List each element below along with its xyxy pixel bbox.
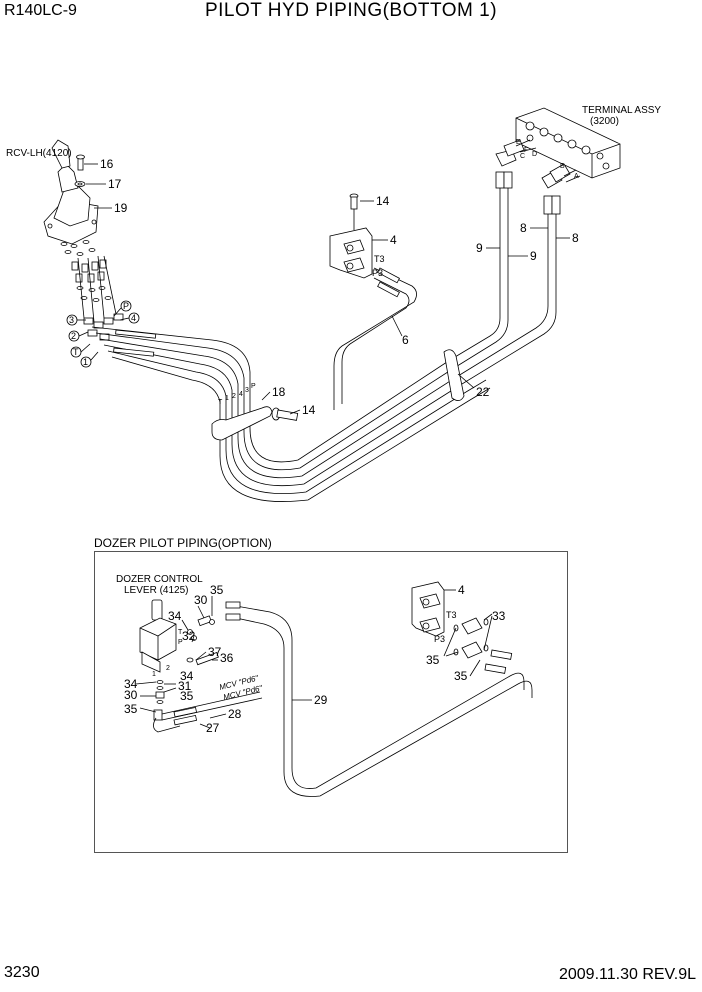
dozer-lever-fittings <box>153 615 219 721</box>
callout: 35 <box>180 689 194 703</box>
callout: 35 <box>210 583 224 597</box>
callout: 35 <box>124 702 138 716</box>
callout: 29 <box>314 693 328 707</box>
callout: 36 <box>220 651 234 665</box>
pipe-tag: T <box>218 399 223 406</box>
callout: 37 <box>208 645 222 659</box>
callout: 34 <box>124 677 138 691</box>
bracket-4 <box>329 227 373 279</box>
callout: 9 <box>530 249 537 263</box>
rcv-joystick <box>43 139 99 245</box>
washer-17-hole <box>77 182 83 186</box>
terminal-label: TERMINAL ASSY <box>582 105 661 116</box>
port-letter: C <box>520 153 525 160</box>
callout: 4 <box>458 583 465 597</box>
callout: 34 <box>168 609 182 623</box>
model-number: R140LC-9 <box>4 2 77 19</box>
callout: 35 <box>426 653 440 667</box>
callout: 30 <box>124 688 138 702</box>
callout: 34 <box>180 669 194 683</box>
circled-port-markers <box>66 300 140 368</box>
bolt-14-lower <box>271 407 299 421</box>
bolt-14-upper <box>349 193 359 230</box>
terminal-leaders <box>515 139 581 183</box>
bolt-16 <box>76 154 85 171</box>
terminal-elbows <box>495 139 571 189</box>
port-letter: F <box>524 147 528 154</box>
terminal-ref: (3200) <box>590 116 619 127</box>
callout: 22 <box>476 385 490 399</box>
callout: 8 <box>520 221 527 235</box>
callout: 32 <box>182 629 196 643</box>
callout: 35 <box>454 669 468 683</box>
dozer-hose-ends <box>173 601 513 726</box>
rcv-pipe-bundle <box>91 326 471 502</box>
circled-port-label: 2 <box>71 331 76 341</box>
circled-port-label: T <box>73 347 79 357</box>
port-letter: A <box>574 173 579 180</box>
callout: 28 <box>228 707 242 721</box>
revision-date: 2009.11.30 REV.9L <box>558 966 696 983</box>
fitting-port-label: T3 <box>374 254 385 264</box>
terminal-assy-block <box>515 107 621 179</box>
callout: 18 <box>272 385 286 399</box>
callout: 17 <box>108 177 122 191</box>
circled-port-label: 1 <box>83 357 88 367</box>
callout: 16 <box>100 157 114 171</box>
dozer-lever-label-line1: DOZER CONTROL <box>116 574 203 585</box>
dozer-control-lever <box>139 599 177 673</box>
rcv-hose-segments <box>113 329 157 357</box>
dozer-lever-port: 2 <box>166 665 170 672</box>
pipe-6-hose <box>377 267 400 298</box>
clamp-18 <box>211 406 273 441</box>
terminal-hose-ends <box>495 171 561 215</box>
dozer-lever-port: P <box>178 639 183 646</box>
callout: 33 <box>492 609 506 623</box>
circled-port-label: 4 <box>131 313 136 323</box>
callout: 9 <box>476 241 483 255</box>
pipe-tag: 1 <box>225 395 229 402</box>
dozer-fitting-port-label: P3 <box>434 634 445 644</box>
callout: 4 <box>390 233 397 247</box>
rcv-leader-lines <box>77 255 117 323</box>
page-number: 3230 <box>4 964 40 981</box>
rcv-label: RCV-LH(4120) <box>6 148 72 159</box>
callout: 27 <box>206 721 220 735</box>
clamp-22 <box>443 349 465 401</box>
circled-port-label: P <box>123 301 129 311</box>
dozer-callout-leaders <box>135 589 493 729</box>
port-letter: E <box>516 139 521 146</box>
port-letter: B <box>560 163 565 170</box>
tee-33 <box>453 617 489 659</box>
dozer-section-label: DOZER PILOT PIPING(OPTION) <box>94 536 272 550</box>
callout: 6 <box>402 333 409 347</box>
dozer-bracket-4 <box>411 581 445 637</box>
callout: 8 <box>572 231 579 245</box>
callout: 14 <box>302 403 316 417</box>
callout: 31 <box>178 679 192 693</box>
rcv-fittings <box>60 240 124 341</box>
terminal-pipes <box>449 186 557 401</box>
page-title: PILOT HYD PIPING(BOTTOM 1) <box>204 0 498 21</box>
main-callout-leaders <box>84 163 570 415</box>
dozer-lever-label-line2: LEVER (4125) <box>124 585 188 596</box>
pipe-tag: 3 <box>245 387 249 394</box>
pipe-tag: P <box>251 383 256 390</box>
dozer-lever-port: 1 <box>152 671 156 678</box>
dozer-fitting-port-label: T3 <box>446 610 457 620</box>
dozer-lever-port: T <box>178 629 183 636</box>
pipe-tag: 4 <box>239 391 243 398</box>
circled-port-label: 3 <box>69 315 74 325</box>
fitting-port-label: P3 <box>372 268 383 278</box>
callout: 14 <box>376 194 390 208</box>
pipe-29 <box>235 605 533 797</box>
callout: 19 <box>114 201 128 215</box>
port-letter: D <box>532 151 537 158</box>
pipe-tag: 2 <box>232 393 236 400</box>
pipe-6 <box>333 267 417 410</box>
callout: 30 <box>194 593 208 607</box>
dozer-section-frame <box>94 551 568 853</box>
